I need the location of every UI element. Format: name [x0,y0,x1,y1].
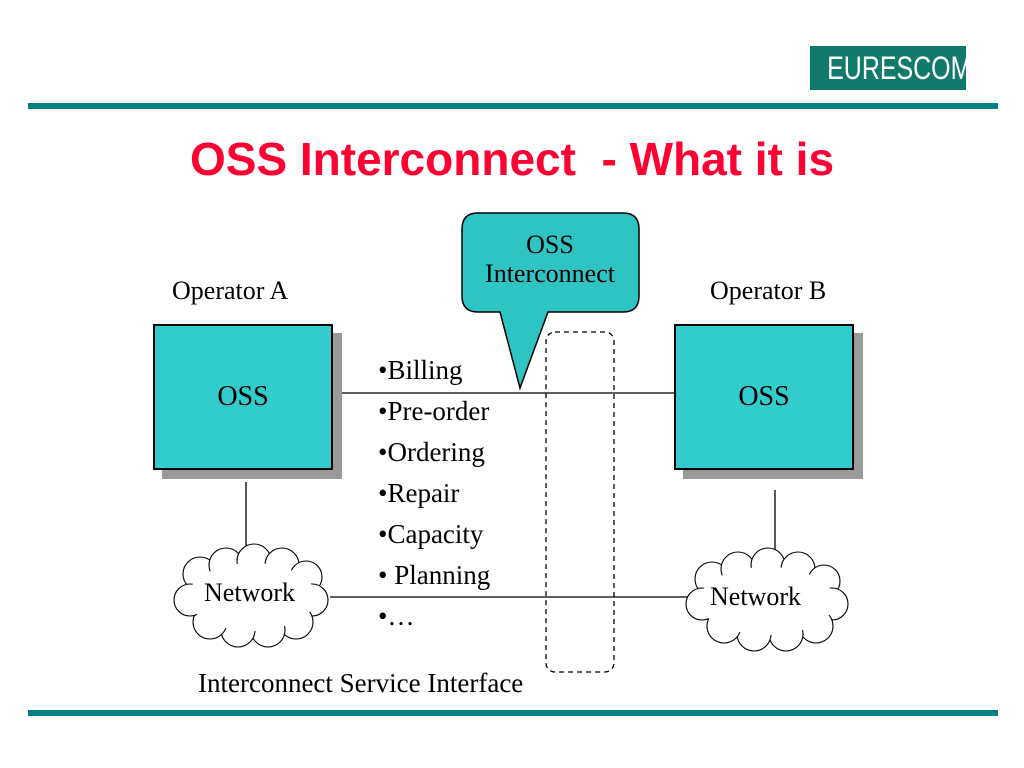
oss-box-operator-a: OSS [153,324,333,470]
list-item: •Repair [378,478,460,508]
list-item: •Billing [378,355,463,385]
eurescom-logo: EURESCOM [810,46,972,90]
operator-b-label: Operator B [710,276,827,305]
interconnect-functions-list: •Billing •Pre-order •Ordering •Repair •C… [378,350,490,637]
list-item: •… [378,601,415,631]
top-rule [28,103,998,109]
callout-line-1: OSS [526,230,574,259]
network-cloud-a [173,543,329,648]
list-item: •Ordering [378,437,485,467]
slide-title: OSS Interconnect - What it is [189,133,835,185]
callout-line-2: Interconnect [485,259,615,288]
network-cloud-b [685,547,849,652]
network-b-label: Network [710,582,801,611]
operator-a-label: Operator A [172,276,289,305]
list-item: •Capacity [378,519,484,549]
oss-b-label: OSS [738,381,790,412]
callout-text: OSS Interconnect [462,230,638,288]
list-item: • Planning [378,560,491,590]
bottom-rule [28,710,998,716]
callout-bubble [461,212,640,391]
oss-box-operator-b: OSS [674,324,854,470]
oss-a-label: OSS [217,381,269,412]
logo-text: EURESCOM [827,50,972,86]
interface-boundary [545,331,615,673]
interface-caption: Interconnect Service Interface [198,668,524,698]
network-a-label: Network [204,578,295,607]
list-item: •Pre-order [378,396,490,426]
